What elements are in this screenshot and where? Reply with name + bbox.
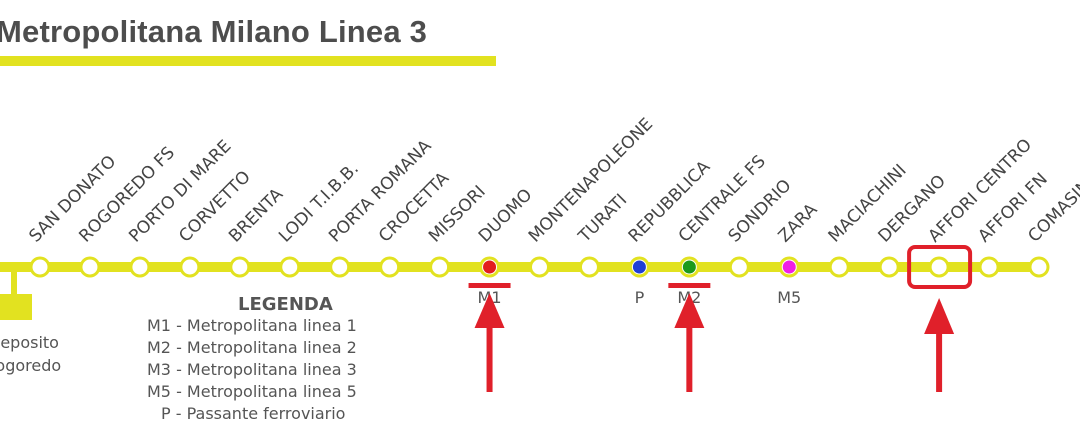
depot-label-line1: Deposito xyxy=(0,333,59,352)
depot-label-line2: Rogoredo xyxy=(0,356,62,375)
title-underline xyxy=(0,56,496,66)
arrow-head-affori-centro xyxy=(924,298,955,334)
station-corvetto xyxy=(182,259,198,275)
arrow-shaft-duomo xyxy=(486,305,493,392)
legend-item-m2: M2 - Metropolitana linea 2 xyxy=(147,338,357,357)
legend-item-m1: M1 - Metropolitana linea 1 xyxy=(147,316,357,335)
station-lodi-t-i-b-b xyxy=(282,259,298,275)
station-rogoredo-fs xyxy=(82,259,98,275)
depot-block xyxy=(0,294,32,320)
arrow-head-duomo xyxy=(474,293,505,328)
arrow-head-centrale-fs xyxy=(674,293,705,328)
interchange-dot-repubblica xyxy=(632,260,646,274)
legend-title: LEGENDA xyxy=(238,294,333,315)
station-sondrio xyxy=(731,259,747,275)
interchange-dot-centrale-fs xyxy=(682,260,696,274)
station-porto-di-mare xyxy=(132,259,148,275)
station-crocetta xyxy=(382,259,398,275)
station-name-centrale-fs: CENTRALE FS xyxy=(675,152,770,247)
station-affori-centro xyxy=(931,259,947,275)
legend-item-m3: M3 - Metropolitana linea 3 xyxy=(147,360,357,379)
interchange-dot-zara xyxy=(782,260,796,274)
arrow-shaft-centrale-fs xyxy=(686,305,693,392)
legend-item-passante: P - Passante ferroviario xyxy=(161,404,346,423)
arrow-shaft-affori-centro xyxy=(936,312,943,392)
legend-item-m5: M5 - Metropolitana linea 5 xyxy=(147,382,357,401)
station-name-san-donato: SAN DONATO xyxy=(25,152,120,247)
station-maciachini xyxy=(831,259,847,275)
station-porta-romana xyxy=(332,259,348,275)
interchange-dot-duomo xyxy=(483,260,497,274)
station-affori-fn xyxy=(981,259,997,275)
station-san-donato xyxy=(32,259,48,275)
interchange-label-zara: M5 xyxy=(777,288,801,307)
station-montenapoleone xyxy=(532,259,547,275)
station-turati xyxy=(581,259,597,275)
station-missori xyxy=(432,259,448,275)
depot-spur-vertical xyxy=(11,267,17,297)
underline-mark-duomo xyxy=(468,283,511,288)
highlight-box-affori-centro xyxy=(907,245,973,289)
station-comasina xyxy=(1031,259,1047,275)
underline-mark-centrale-fs xyxy=(668,283,711,288)
station-brenta xyxy=(232,259,248,275)
line-track xyxy=(0,262,1041,272)
map-title: Metropolitana Milano Linea 3 xyxy=(0,14,428,49)
station-dergano xyxy=(881,259,897,275)
station-name-zara: ZARA xyxy=(775,200,822,247)
interchange-label-repubblica: P xyxy=(635,288,645,307)
